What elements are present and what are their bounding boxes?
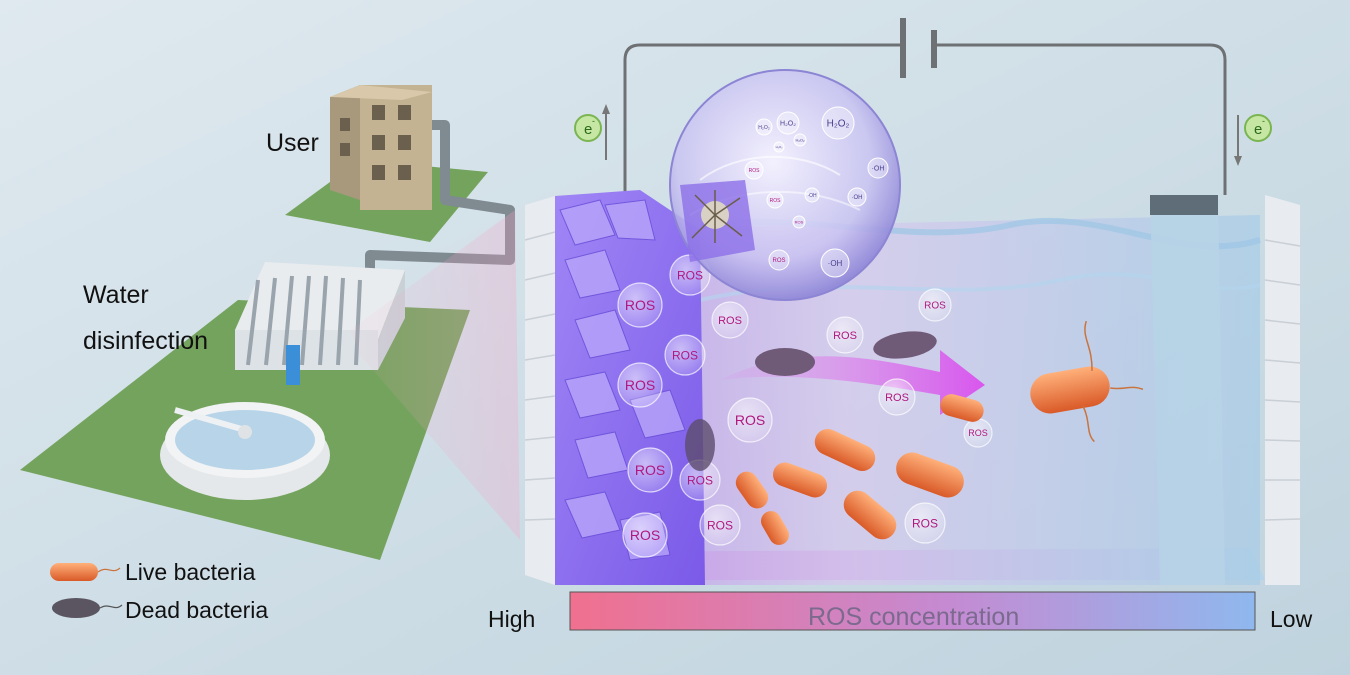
ros-bubble-label: ROS [687,473,713,487]
live-bacterium [896,452,964,498]
svg-text:ROS: ROS [749,168,761,174]
ros-bubble-label: ROS [735,412,765,428]
svg-text:H₂O₂: H₂O₂ [795,137,805,142]
user-label: User [266,129,319,157]
water-pipe [365,120,515,275]
ros-bubble: ROS [904,502,946,544]
scale-title: ROS concentration [808,603,1020,631]
h2o2-molecule: H₂O₂ [776,111,800,135]
ros-bubble-label: ROS [635,462,665,478]
ros-bubble: ROS [963,418,993,448]
ros-bubble-label: ROS [912,516,938,530]
oh-molecule: ·OH [847,187,867,207]
left-brick-wall [524,196,556,585]
water-label-line1: Water [83,281,149,309]
h2o2-molecule: H₂O₂ [755,118,773,136]
svg-text:H₂O₂: H₂O₂ [758,125,769,131]
live-bacterium [814,428,876,472]
ros-bubble: ROS [664,334,706,376]
electron-left: e - [574,104,610,160]
right-brick-wall [1264,195,1301,585]
cathode-electrode [1150,195,1225,585]
scale-high-label: High [488,606,536,632]
ros-bubble-label: ROS [718,315,742,327]
svg-text:ROS: ROS [772,258,785,264]
live-bacterium [940,394,984,422]
scale-low-label: Low [1270,606,1313,632]
outlet-pipe [286,345,300,385]
ros-bubbles: ROS ROS ROS ROS ROS ROS ROS ROS ROS ROS ROS ROS ROS R… [617,254,993,558]
ros-bubble: ROS [617,362,663,408]
ros-molecule: ROS [744,160,764,180]
live-bacterium [761,511,789,545]
svg-text:ROS: ROS [770,198,782,204]
live-bacterium [772,462,828,498]
dead-bacteria-icon [52,598,100,618]
ros-bubble-label: ROS [707,518,733,532]
zoom-beam [350,210,520,540]
svg-text:·OH: ·OH [872,165,885,172]
magnified-view [669,69,901,301]
user-building [330,85,432,210]
circuit-wire [623,43,1227,198]
live-bacterium-large [1030,320,1144,443]
battery-plate-short [931,30,937,68]
legend-dead-label: Dead bacteria [125,597,269,623]
ros-bubble-label: ROS [885,392,909,404]
ros-bubble-label: ROS [630,527,660,543]
ros-molecule: ROS [768,249,790,271]
clarifier-tank [160,402,330,500]
ros-bubble: ROS [699,504,741,546]
svg-text:-: - [592,116,595,126]
ros-bubble-label: ROS [625,377,655,393]
live-bacteria-icon [50,563,98,581]
ros-bubble-label: ROS [672,348,698,362]
ros-concentration-bar [569,591,1256,631]
live-bacterium [843,490,897,540]
electron-right: e - [1234,114,1272,166]
svg-text:e: e [584,121,592,138]
svg-text:ROS: ROS [795,219,804,224]
ros-bubble-label: ROS [833,330,857,342]
ros-bubble: ROS [918,288,952,322]
ros-bubble: ROS [826,316,864,354]
oh-molecule: ·OH [820,248,850,278]
svg-text:·OH: ·OH [828,259,843,268]
h2o2-molecule: H₂O₂ [821,106,855,140]
live-bacteria-group [735,320,1144,545]
ros-bubble-label: ROS [625,297,655,313]
svg-text:H₂O₂: H₂O₂ [780,120,796,127]
live-bacterium [735,471,769,509]
h2o2-molecule: H₂O₂ [773,141,785,153]
oh-molecule: ·OH [867,157,889,179]
ros-bubble: ROS [627,447,673,493]
ros-molecule: ROS [792,215,806,229]
user-site [285,85,515,275]
ros-species: H₂O₂ H₂O₂ H₂O₂ H₂O₂ H₂O₂ ·OH ·OH ·OH ·OH ROS ROS RO… [744,106,889,278]
ros-bubble: ROS [622,512,668,558]
svg-text:e: e [1254,121,1262,138]
svg-text:·OH: ·OH [807,193,817,199]
oh-molecule: ·OH [804,187,820,203]
ros-bubble: ROS [727,397,773,443]
ros-bubble-label: ROS [924,301,946,312]
svg-text:H₂O₂: H₂O₂ [776,145,784,149]
water-label-line2: disinfection [83,327,209,355]
legend-live-label: Live bacteria [125,559,256,585]
ros-molecule: ROS [766,191,784,209]
h2o2-molecule: H₂O₂ [793,133,807,147]
svg-text:-: - [1262,116,1265,126]
svg-text:·OH: ·OH [852,195,863,201]
battery-plate-long [900,18,906,78]
ros-bubble: ROS [878,378,916,416]
ros-bubble-label: ROS [677,268,703,282]
svg-text:H₂O₂: H₂O₂ [827,119,850,130]
ros-bubble-label: ROS [968,428,988,438]
dead-bacteria-group [685,331,937,471]
ros-bubble: ROS [617,282,663,328]
ros-bubble: ROS [711,301,749,339]
